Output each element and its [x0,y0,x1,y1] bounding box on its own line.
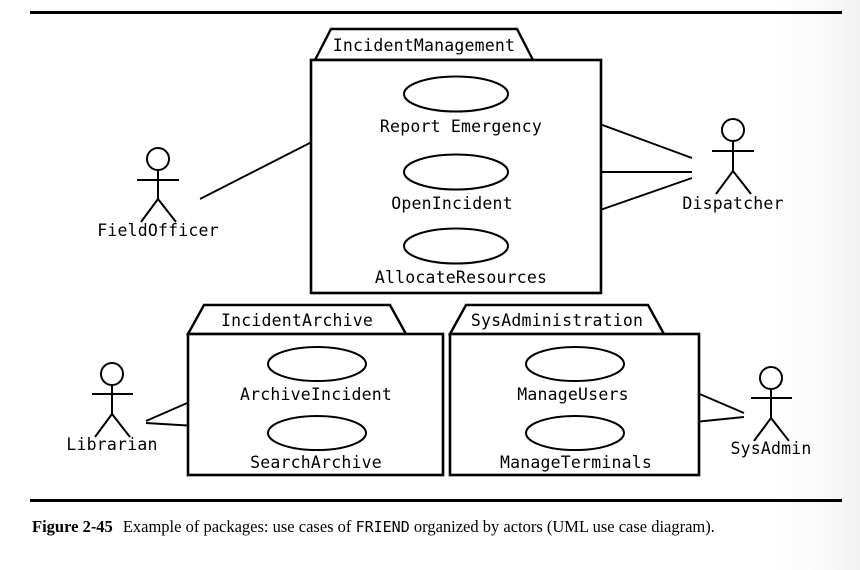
package-sys-administration[interactable]: SysAdministration ManageUsers ManageTerm… [447,303,701,477]
use-case-label-report-emergency: Report Emergency [380,117,542,136]
use-case-label-archive-incident: ArchiveIncident [240,385,392,404]
caption-mono-term: FRIEND [355,518,410,536]
caption-text-before: Example of packages: use cases of [122,517,356,536]
figure-number: Figure 2-45 [32,517,113,536]
package-label-incident-archive: IncidentArchive [221,311,373,330]
use-case-ellipse-manage-terminals [525,415,625,451]
use-case-manage-users[interactable]: ManageUsers [517,346,629,404]
actor-label-librarian: Librarian [66,435,157,454]
use-case-label-search-archive: SearchArchive [250,453,382,472]
use-case-manage-terminals[interactable]: ManageTerminals [500,415,652,472]
actor-label-field-officer: FieldOfficer [97,221,219,240]
actor-stick-figure-librarian [92,362,133,438]
package-incident-management[interactable]: IncidentManagement Report Emergency Open… [309,27,603,295]
use-case-ellipse-manage-users [525,346,625,382]
use-case-search-archive[interactable]: SearchArchive [250,415,382,472]
package-label-incident-management: IncidentManagement [333,36,515,55]
figure-caption: Figure 2-45 Example of packages: use case… [32,517,848,537]
bottom-rule [30,499,842,502]
use-case-report-emergency[interactable]: Report Emergency [380,75,542,137]
top-rule [30,11,842,14]
use-case-ellipse-open-incident [403,153,509,191]
use-case-allocate-resources[interactable]: AllocateResources [375,227,547,288]
actor-librarian[interactable]: Librarian [66,362,157,454]
package-incident-archive[interactable]: IncidentArchive ArchiveIncident SearchAr… [185,303,445,477]
use-case-ellipse-search-archive [267,415,367,451]
package-label-sys-administration: SysAdministration [471,311,643,330]
actor-sys-admin[interactable]: SysAdmin [730,366,811,458]
actor-stick-figure-sys-admin [751,366,792,442]
use-case-label-manage-terminals: ManageTerminals [500,453,652,472]
use-case-ellipse-report-emergency [403,75,509,113]
use-case-archive-incident[interactable]: ArchiveIncident [240,346,392,404]
caption-text-after: organized by actors (UML use case diagra… [409,517,715,536]
actor-dispatcher[interactable]: Dispatcher [682,118,783,213]
use-case-label-manage-users: ManageUsers [517,385,628,404]
use-case-label-allocate-resources: AllocateResources [375,268,547,287]
use-case-open-incident[interactable]: OpenIncident [391,153,513,214]
actor-label-sys-admin: SysAdmin [730,439,811,458]
use-case-ellipse-archive-incident [267,346,367,382]
use-case-label-open-incident: OpenIncident [391,194,513,213]
actor-field-officer[interactable]: FieldOfficer [97,147,219,240]
actor-label-dispatcher: Dispatcher [682,194,783,213]
actor-stick-figure-dispatcher [712,118,754,195]
actor-stick-figure-field-officer [137,147,179,223]
use-case-ellipse-allocate-resources [403,227,509,265]
